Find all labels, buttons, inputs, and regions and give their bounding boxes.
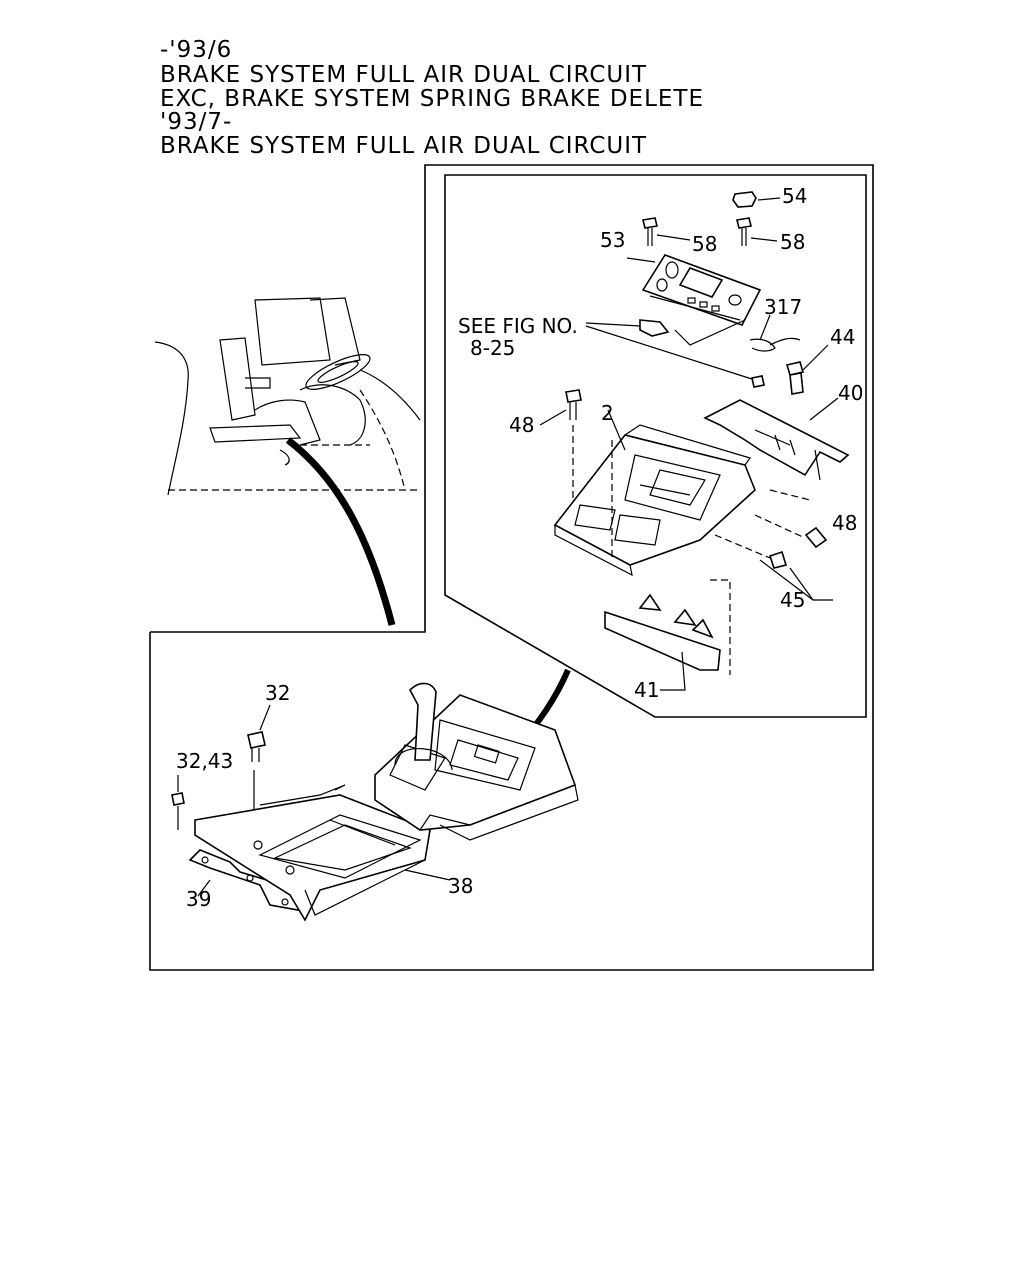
callout-48-left: 48 [509, 413, 534, 437]
part-44-bolt [785, 344, 829, 395]
part-2-console [553, 409, 756, 577]
callout-44: 44 [830, 325, 855, 349]
callout-58-right: 58 [780, 230, 805, 254]
part-48-bolt-right [754, 514, 828, 549]
header-title-1: BRAKE SYSTEM FULL AIR DUAL CIRCUIT [160, 62, 648, 88]
callout-32-43: 32,43 [176, 749, 233, 773]
part-48-bolt-left [539, 389, 582, 530]
callout-32: 32 [265, 681, 290, 705]
part-58-screws [642, 217, 778, 246]
bulb-see-fig [585, 319, 756, 381]
header-title-2: EXC, BRAKE SYSTEM SPRING BRAKE DELETE [160, 86, 704, 112]
callout-41: 41 [634, 678, 659, 702]
part-32-bolt [247, 704, 271, 840]
header-title-3: BRAKE SYSTEM FULL AIR DUAL CIRCUIT [160, 133, 648, 159]
callout-see-fig: SEE FIG NO. [458, 314, 578, 338]
front-console-with-shifter [374, 682, 579, 841]
part-41-trim [604, 579, 731, 691]
callout-58-left: 58 [692, 232, 717, 256]
callout-38: 38 [448, 874, 473, 898]
header-date-range-1: -'93/6 [160, 37, 233, 63]
callout-53: 53 [600, 228, 625, 252]
part-54-cap [732, 191, 781, 208]
outer-frame [149, 164, 874, 971]
cab-overview-sketch [154, 297, 421, 626]
callout-317: 317 [764, 295, 802, 319]
part-53-control-panel [626, 254, 762, 346]
part-40-bracket [703, 397, 850, 501]
leader-39 [197, 879, 211, 897]
callout-48-right: 48 [832, 511, 857, 535]
part-38-rear-console [194, 784, 451, 922]
part-32-43-nut [171, 775, 185, 830]
detail-frame [444, 174, 867, 718]
callout-39: 39 [186, 887, 211, 911]
part-45-screws [714, 534, 833, 601]
header-date-range-2: '93/7- [160, 109, 233, 135]
callout-2: 2 [601, 401, 614, 425]
callout-54: 54 [782, 184, 807, 208]
callout-fig-ref: 8-25 [470, 336, 515, 360]
part-317-harness [749, 314, 801, 388]
callout-40: 40 [838, 381, 863, 405]
callout-45: 45 [780, 588, 805, 612]
